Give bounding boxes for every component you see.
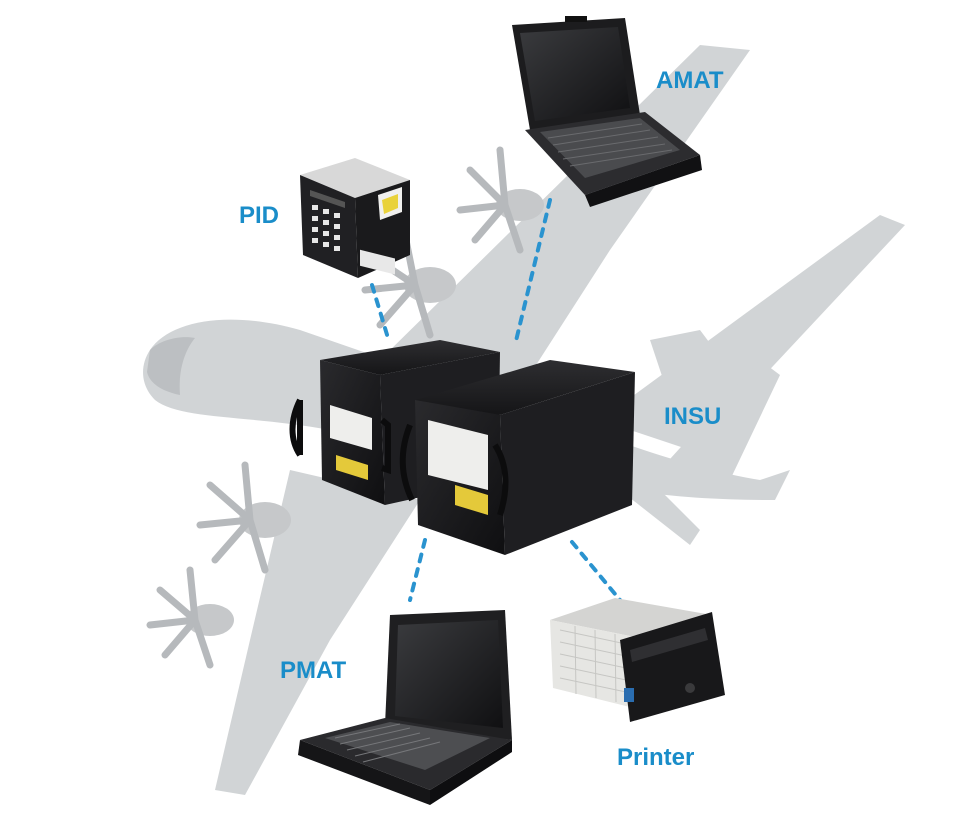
insu-server-unit-icon: [289, 340, 635, 685]
connectors: [370, 198, 622, 602]
pid-keypad-device-icon: [300, 158, 410, 278]
connector-insu-printer: [570, 540, 622, 602]
label-pmat: PMAT: [280, 657, 347, 684]
label-insu: INSU: [664, 403, 721, 430]
printer-icon: [550, 598, 725, 722]
amat-laptop-icon: [512, 16, 702, 207]
label-pid: PID: [239, 202, 279, 229]
labels: AMAT PID INSU PMAT Printer: [239, 67, 724, 771]
label-printer: Printer: [617, 744, 694, 771]
label-amat: AMAT: [656, 67, 724, 94]
connector-insu-pmat: [408, 538, 427, 602]
pmat-laptop-icon: [298, 610, 512, 805]
connector-amat-insu: [513, 198, 552, 347]
connector-pid-insu: [370, 283, 390, 340]
